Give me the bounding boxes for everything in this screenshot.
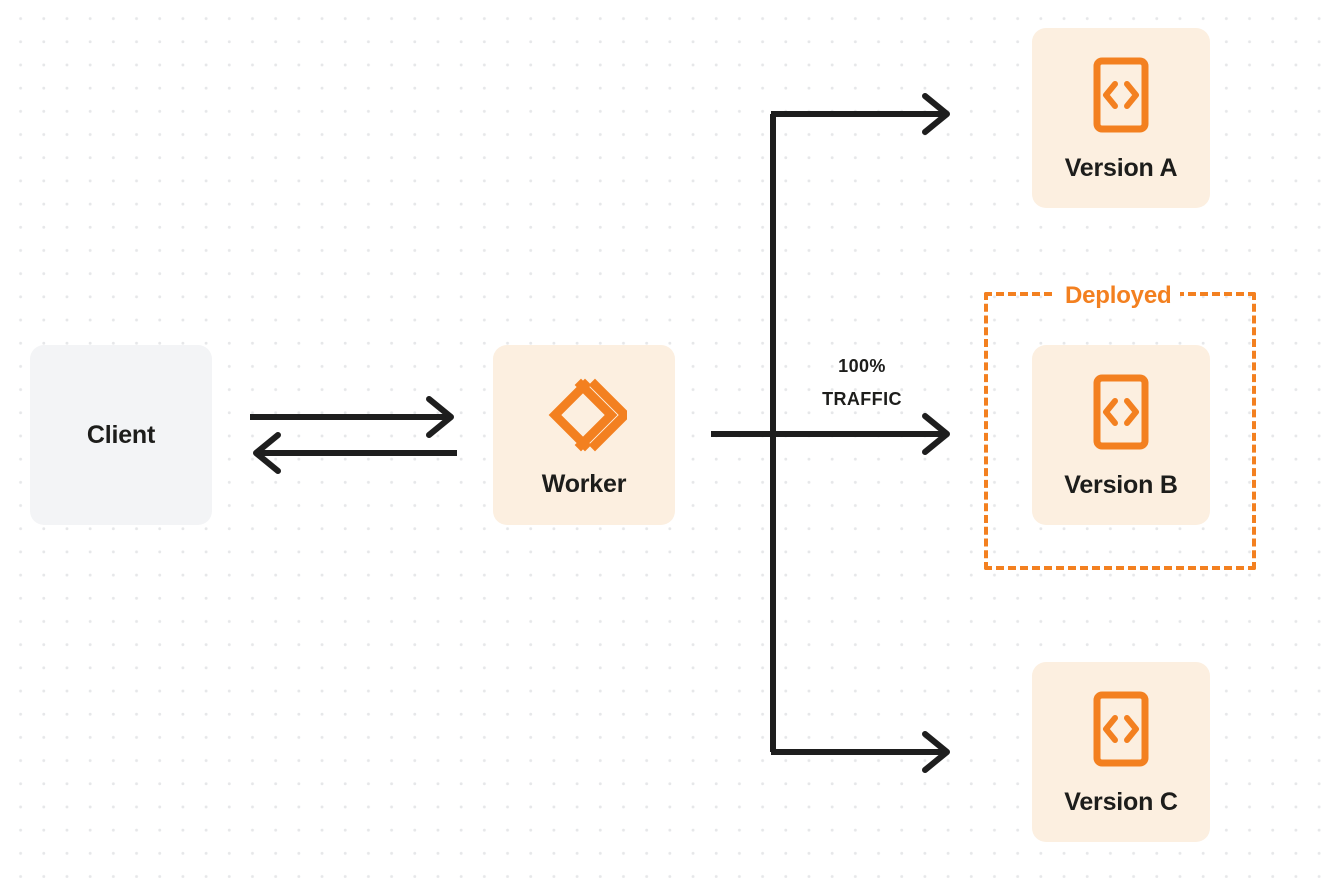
connector-worker-to-version-c xyxy=(771,731,950,773)
deployed-group-label: Deployed xyxy=(1056,282,1181,310)
node-version-c-label: Version C xyxy=(1064,787,1178,816)
node-version-c[interactable]: Version C xyxy=(1032,662,1210,842)
node-worker[interactable]: Worker xyxy=(493,345,675,525)
node-worker-label: Worker xyxy=(541,469,627,498)
traffic-annotation: 100% TRAFFIC xyxy=(782,350,942,417)
code-brackets-document-icon xyxy=(1092,56,1150,134)
cloudflare-workers-logo-icon xyxy=(541,378,627,452)
node-version-b[interactable]: Version B xyxy=(1032,345,1210,525)
connector-client-to-worker xyxy=(250,396,454,438)
node-version-b-label: Version B xyxy=(1064,470,1178,499)
traffic-target: TRAFFIC xyxy=(822,389,902,410)
node-version-a-label: Version A xyxy=(1064,153,1178,182)
node-client[interactable]: Client xyxy=(30,345,212,525)
connector-worker-to-version-a xyxy=(771,93,950,135)
connector-worker-to-client xyxy=(253,432,457,474)
traffic-percent: 100% xyxy=(838,356,886,376)
node-client-label: Client xyxy=(86,420,156,449)
node-version-a[interactable]: Version A xyxy=(1032,28,1210,208)
connector-worker-to-version-b xyxy=(711,413,950,455)
code-brackets-document-icon xyxy=(1092,690,1150,768)
code-brackets-document-icon xyxy=(1092,373,1150,451)
